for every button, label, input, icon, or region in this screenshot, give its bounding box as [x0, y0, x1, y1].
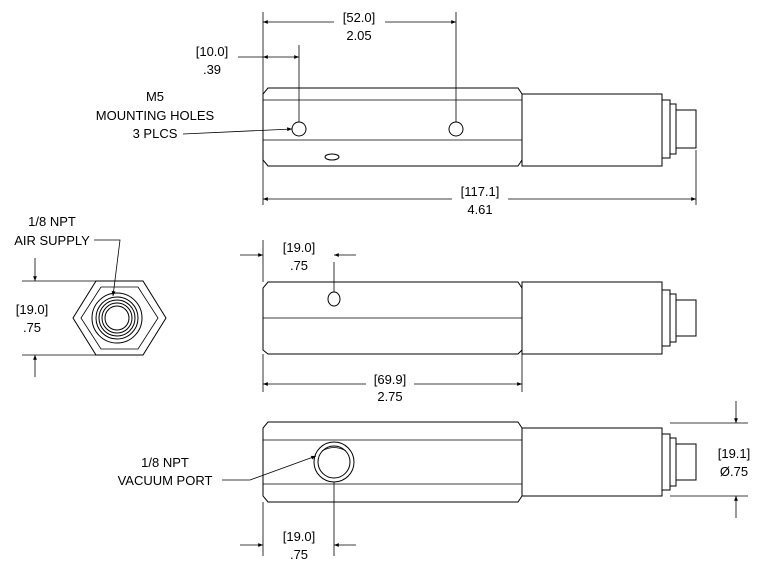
dim-10-in: .39	[203, 62, 221, 77]
m5-line2: MOUNTING HOLES	[96, 108, 215, 123]
middle-view: [19.0] .75 [69.9] 2.75	[240, 240, 697, 404]
m5-line1: M5	[146, 89, 164, 104]
vac-line2: VACUUM PORT	[118, 473, 213, 488]
dim-117-mm: [117.1]	[461, 184, 500, 199]
bottom-view-body	[262, 421, 697, 503]
side-port	[324, 153, 340, 161]
diameter-dimension: [19.1] Ø.75	[718, 401, 751, 518]
end-dimension-19: [19.0] .75	[16, 258, 96, 377]
dim-10-mm: [10.0]	[196, 44, 229, 59]
bottom-view: 1/8 NPT VACUUM PORT [19.0] .75 [19.1] Ø.…	[118, 401, 751, 562]
dim-117-in: 4.61	[467, 202, 492, 217]
vacuum-port	[313, 441, 355, 483]
m5-line3: 3 PLCS	[133, 126, 178, 141]
dimension-10: [10.0] .39	[196, 44, 299, 77]
end-view: 1/8 NPT AIR SUPPLY [19.0] .75	[14, 214, 167, 377]
bottom-dim-19-in: .75	[290, 547, 308, 562]
middle-view-body	[262, 281, 697, 355]
dia-in: Ø.75	[720, 464, 748, 479]
dim-69-mm: [69.9]	[374, 372, 407, 387]
dia-mm: [19.1]	[718, 446, 751, 461]
mounting-hole-2	[448, 121, 464, 137]
vacuum-callout: 1/8 NPT VACUUM PORT	[118, 455, 317, 488]
middle-dim-19-in: .75	[290, 258, 308, 273]
air-line2: AIR SUPPLY	[14, 233, 90, 248]
end-dim-in: .75	[23, 320, 41, 335]
hex-outline	[72, 280, 167, 356]
vac-line1: 1/8 NPT	[141, 455, 189, 470]
air-supply-callout: 1/8 NPT AIR SUPPLY	[14, 214, 121, 297]
bottom-dim-19-mm: [19.0]	[283, 529, 316, 544]
dimension-52: [52.0] 2.05	[263, 10, 456, 43]
m5-callout: M5 MOUNTING HOLES 3 PLCS	[96, 89, 293, 141]
middle-dim-19-mm: [19.0]	[283, 240, 316, 255]
mounting-hole-1	[291, 121, 307, 137]
middle-dimension-19: [19.0] .75	[240, 240, 356, 273]
dim-69-in: 2.75	[377, 389, 402, 404]
bottom-dimension-19: [19.0] .75	[240, 529, 356, 562]
dimension-69: [69.9] 2.75	[263, 372, 522, 404]
dimension-117: [117.1] 4.61	[263, 184, 696, 217]
air-line1: 1/8 NPT	[28, 214, 76, 229]
middle-port	[327, 291, 341, 307]
top-view: [52.0] 2.05 [10.0] .39 M5 MOUNTING HOLES…	[96, 10, 697, 217]
dim-52-mm: [52.0]	[343, 10, 376, 25]
end-dim-mm: [19.0]	[16, 302, 49, 317]
dim-52-in: 2.05	[346, 28, 371, 43]
